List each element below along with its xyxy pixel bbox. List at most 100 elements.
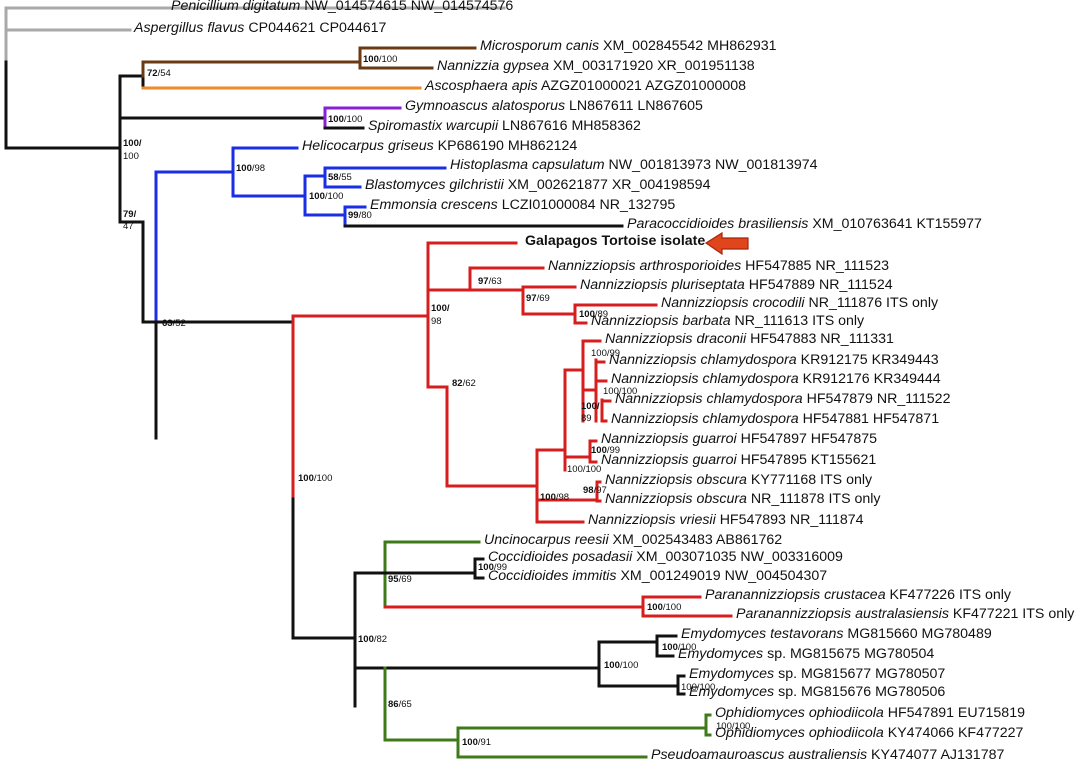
support-bootstrap: 100 [604, 660, 620, 671]
leaf-species: Emmonsia crescens [370, 197, 498, 213]
leaf-accession: XM_001249019 NW_004504307 [620, 568, 827, 584]
support-secondary: 100/100 [681, 682, 715, 693]
leaf-species: Nannizziopsis crocodili [661, 295, 805, 311]
support-bootstrap: 100 [662, 642, 678, 653]
support-bootstrap: 72 [147, 68, 158, 79]
leaf-accession: KR912176 KR349444 [803, 371, 941, 387]
leaf-accession: HF547881 HF547871 [803, 411, 940, 427]
support-secondary: /100 [314, 473, 333, 484]
leaf-species: Nannizziopsis obscura [605, 472, 747, 488]
support-bootstrap: 100/ [123, 138, 142, 149]
support-value: 100/100 [604, 660, 638, 671]
leaf-species: Ascosphaera apis [424, 78, 538, 94]
leaf-species: Coccidioides immitis [488, 568, 617, 584]
support-secondary: /100 [344, 114, 363, 125]
support-value: 89 [581, 413, 592, 424]
leaf-label: Ophidiomyces ophiodiicola KY474066 KF477… [715, 725, 1024, 741]
support-secondary: /91 [478, 737, 491, 748]
leaf-accession: HF547893 NR_111874 [720, 512, 864, 528]
leaf-label: Nannizziopsis chlamydospora KR912175 KR3… [609, 352, 939, 368]
support-secondary: /80 [359, 210, 372, 221]
leaf-species: Nannizzia gypsea [437, 58, 549, 74]
support-secondary: /69 [399, 574, 412, 585]
leaf-label: Nannizziopsis chlamydospora KR912176 KR3… [611, 371, 941, 387]
support-value: 82/62 [452, 378, 476, 389]
leaf-label: Nannizziopsis chlamydospora HF547881 HF5… [611, 411, 939, 427]
leaf-accession: XM_002845542 MH862931 [603, 38, 777, 54]
support-secondary: /100 [678, 642, 697, 653]
leaf-species: Gymnoascus alatosporus [405, 98, 565, 114]
leaf-label: Uncinocarpus reesii XM_002543483 AB86176… [484, 532, 782, 548]
support-secondary: /98 [556, 492, 569, 503]
leaf-label: Emmonsia crescens LCZI01000084 NR_132795 [370, 197, 675, 213]
leaf-species: Nannizziopsis guarroi [601, 431, 737, 447]
leaf-label: Ophidiomyces ophiodiicola HF547891 EU715… [715, 705, 1025, 721]
support-secondary: /100 [325, 191, 344, 202]
leaf-label: Nannizzia gypsea XM_003171920 XR_0019511… [437, 58, 755, 74]
support-secondary: /54 [158, 68, 171, 79]
leaf-accession: NR_111613 ITS only [735, 313, 866, 329]
leaf-accession: XM_002621877 XR_004198594 [508, 177, 711, 193]
leaf-label: Emydomyces sp. MG815677 MG780507 [689, 666, 945, 682]
leaf-accession: sp. MG815676 MG780506 [778, 684, 945, 700]
support-bootstrap: 100 [540, 492, 556, 503]
leaf-species: Ophidiomyces ophiodiicola [715, 705, 884, 721]
support-value: 100/99 [591, 445, 620, 456]
leaf-label: Emydomyces sp. MG815676 MG780506 [689, 684, 945, 700]
support-value: 98 [431, 316, 442, 327]
leaf-label: Nannizziopsis chlamydospora HF547879 NR_… [615, 391, 951, 407]
support-value: 98/97 [583, 485, 607, 496]
leaf-label: Nannizziopsis pluriseptata HF547889 NR_1… [580, 277, 893, 293]
leaf-label: Blastomyces gilchristii XM_002621877 XR_… [365, 177, 711, 193]
leaf-species: Nannizziopsis chlamydospora [615, 391, 803, 407]
leaf-accession: XM_010763641 KT155977 [812, 216, 982, 232]
support-value: 100/ [581, 401, 600, 412]
leaf-accession: HF547885 NR_111523 [745, 258, 889, 274]
arrow-left-icon [704, 231, 749, 256]
support-value: 100/100 [647, 602, 681, 613]
support-value: 86/65 [388, 699, 412, 710]
leaf-accession: HF547897 HF547875 [741, 431, 878, 447]
leaf-accession: HF547895 KT155621 [741, 452, 877, 468]
leaf-accession: KY474066 KF477227 [888, 725, 1024, 741]
leaf-species: Spiromastix warcupii [368, 118, 499, 134]
leaf-accession: KF477221 ITS only [953, 606, 1075, 622]
leaf-species: Nannizziopsis chlamydospora [609, 352, 797, 368]
leaf-label: Microsporum canis XM_002845542 MH862931 [480, 38, 777, 54]
leaf-species: Microsporum canis [480, 38, 599, 54]
support-secondary: /55 [339, 172, 352, 183]
support-bootstrap: 100 [236, 163, 252, 174]
leaf-species: Emydomyces [689, 684, 774, 700]
leaf-species: Aspergillus flavus [133, 20, 244, 36]
support-secondary: 100/100 [716, 721, 750, 732]
support-value: 100/100 [716, 721, 750, 732]
leaf-species: Nannizziopsis chlamydospora [611, 371, 799, 387]
leaf-species: Nannizziopsis obscura [605, 491, 747, 507]
support-bootstrap: 86 [388, 699, 399, 710]
support-value: 100/100 [681, 682, 715, 693]
leaf-accession: CP044621 CP044617 [248, 20, 386, 36]
leaf-label: Nannizziopsis vriesii HF547893 NR_111874 [588, 512, 864, 528]
leaf-species: Nannizziopsis pluriseptata [580, 277, 745, 293]
support-bootstrap: 100 [309, 191, 325, 202]
leaf-label: Helicocarpus griseus KP686190 MH862124 [302, 138, 577, 154]
support-secondary: /99 [494, 562, 507, 573]
leaf-accession: sp. MG815675 MG780504 [767, 646, 934, 662]
leaf-label: Nannizziopsis guarroi HF547895 KT155621 [601, 452, 876, 468]
support-secondary: /69 [537, 293, 550, 304]
leaf-species: Histoplasma capsulatum [450, 157, 605, 173]
support-bootstrap: 98 [583, 485, 594, 496]
leaf-accession: HF547883 NR_111331 [750, 331, 894, 347]
support-value: 100/100 [603, 386, 637, 397]
tree-branches [4, 6, 733, 759]
leaf-species: Coccidioides posadasii [488, 549, 633, 565]
support-secondary: 100/100 [603, 386, 637, 397]
leaf-accession: LCZI01000084 NR_132795 [502, 197, 676, 213]
leaf-label: Emydomyces testavorans MG815660 MG780489 [681, 626, 992, 642]
leaf-species: Nannizziopsis draconii [605, 331, 747, 347]
support-bootstrap: 100/ [581, 401, 600, 412]
leaf-label: Histoplasma capsulatum NW_001813973 NW_0… [450, 157, 818, 173]
leaf-accession: AZGZ01000021 AZGZ01000008 [541, 78, 746, 94]
support-secondary: 100/99 [591, 348, 620, 359]
